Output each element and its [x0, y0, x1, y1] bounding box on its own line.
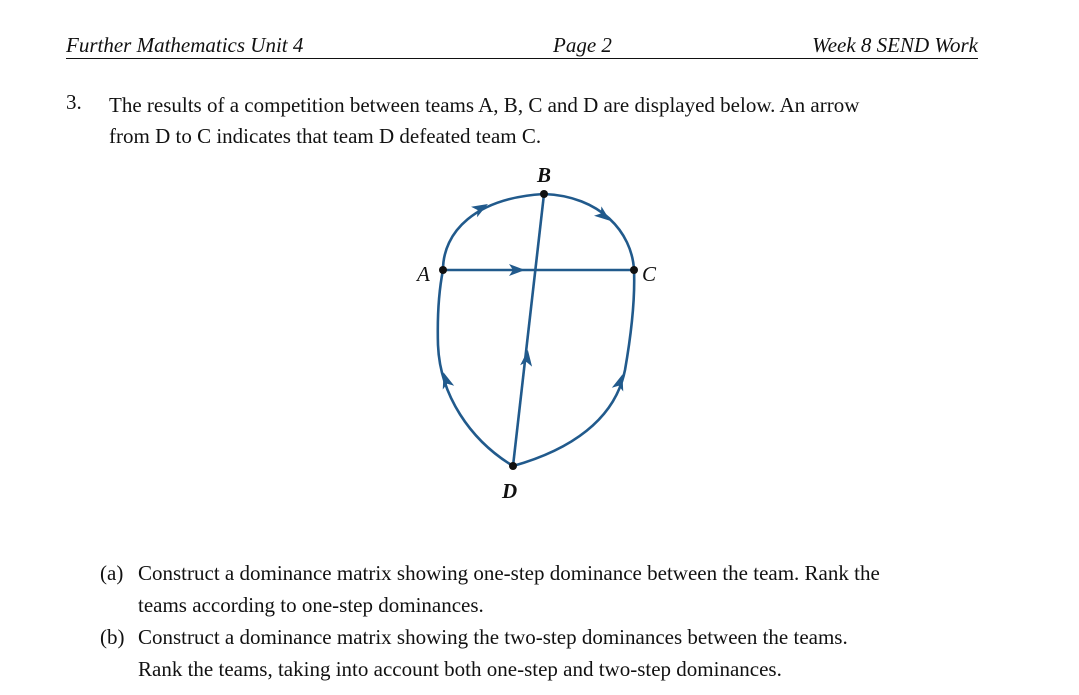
edge-a-to-b	[441, 192, 545, 271]
vertex-label-d: D	[501, 479, 517, 503]
part-a-label: (a)	[100, 561, 124, 585]
arrowhead-d-to-c	[611, 374, 624, 392]
header-page-number: Page 2	[553, 33, 612, 57]
vertex-label-a: A	[415, 262, 430, 286]
question-parts: (a) Construct a dominance matrix showing…	[100, 557, 1000, 685]
question-text-line-2: from D to C indicates that team D defeat…	[109, 124, 542, 148]
arrowhead-d-to-b	[520, 350, 533, 367]
part-b-label: (b)	[100, 625, 125, 649]
part-a-line-1: Construct a dominance matrix showing one…	[138, 561, 880, 585]
vertex-d	[509, 462, 517, 470]
vertex-b	[540, 190, 548, 198]
question-number: 3.	[66, 90, 82, 114]
edge-d-to-c	[512, 269, 636, 468]
question-text: The results of a competition between tea…	[109, 90, 989, 152]
arrowhead-a-to-b	[471, 204, 488, 218]
page-header: Further Mathematics Unit 4 Page 2 Week 8…	[66, 32, 978, 59]
vertex-a	[439, 266, 447, 274]
graph-vertices	[439, 190, 638, 470]
part-b-line-1: Construct a dominance matrix showing the…	[138, 625, 848, 649]
dominance-graph: A B C D	[415, 163, 657, 503]
part-b-line-2: Rank the teams, taking into account both…	[138, 657, 782, 681]
part-b: (b) Construct a dominance matrix showing…	[100, 621, 1000, 685]
edge-d-to-a	[436, 269, 514, 468]
vertex-label-b: B	[536, 163, 551, 187]
part-a-line-2: teams according to one-step dominances.	[138, 593, 484, 617]
graph-arrowheads	[442, 204, 624, 392]
edge-b-to-c	[543, 192, 636, 271]
vertex-c	[630, 266, 638, 274]
arrowhead-d-to-a	[442, 372, 455, 390]
arrowhead-b-to-c	[594, 206, 611, 221]
edge-d-to-b	[511, 193, 546, 467]
graph-edges	[436, 192, 636, 468]
header-course-title: Further Mathematics Unit 4	[66, 33, 304, 57]
arrowhead-a-to-c	[509, 264, 525, 276]
part-a: (a) Construct a dominance matrix showing…	[100, 557, 1000, 621]
vertex-label-c: C	[642, 262, 657, 286]
question-text-line-1: The results of a competition between tea…	[109, 93, 860, 117]
header-week-label: Week 8 SEND Work	[812, 33, 978, 57]
